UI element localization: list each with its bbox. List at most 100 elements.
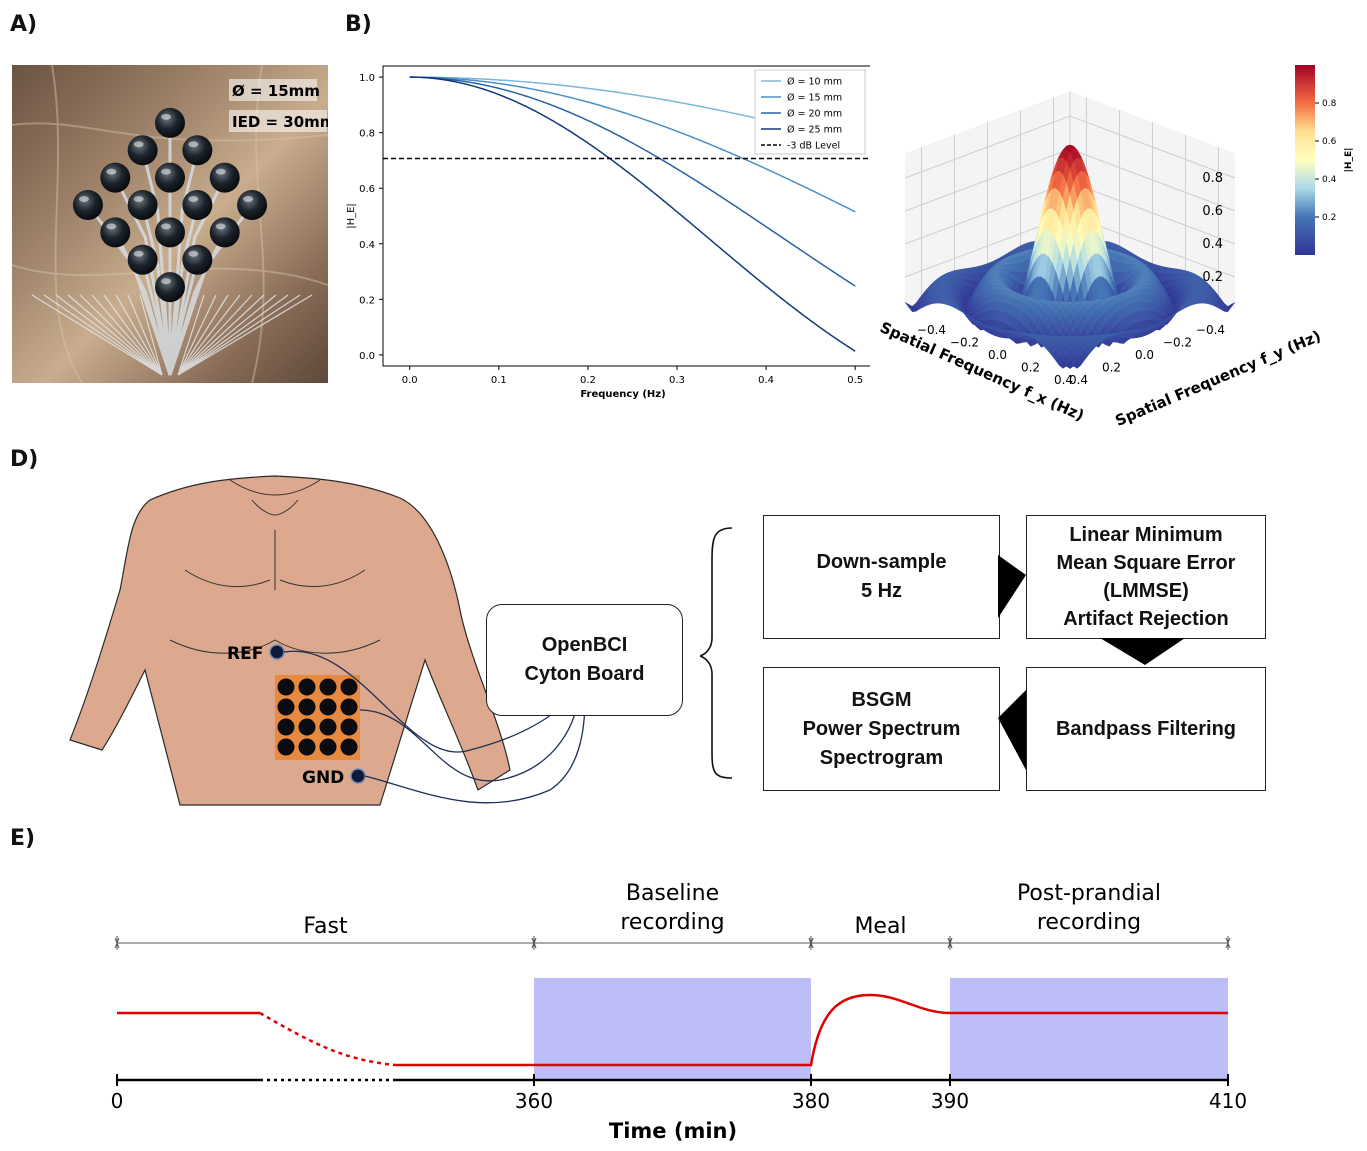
step-downsample: Down-sample 5 Hz	[763, 515, 1000, 639]
colorbar-tick: 0.2	[1322, 213, 1336, 223]
x-axis-label: Frequency (Hz)	[580, 389, 665, 400]
plot-frame	[382, 65, 870, 367]
electrode-dome	[155, 107, 185, 138]
time-axis-label: Time (min)	[609, 1119, 737, 1143]
ied-label-bg	[229, 110, 327, 132]
z-tick-label: 0.6	[1202, 204, 1223, 219]
surface-plot: 0.2 0.4 0.6 0.8 0.4 0.2 0.0 −0.2 −0.4 0.4 0.2 0.0 −0…	[877, 65, 1354, 430]
phase-label: recording	[1037, 910, 1141, 935]
y-tick-label: 0.4	[359, 240, 375, 251]
x-tick-label-3d: −0.4	[1196, 323, 1225, 337]
grid-electrode	[277, 698, 295, 716]
grid-electrode	[319, 678, 337, 696]
diameter-label: Ø = 15mm	[232, 82, 320, 100]
diameter-label-bg	[229, 79, 317, 101]
electrode-dome	[100, 162, 131, 193]
y-tick-label-3d: −0.2	[950, 336, 979, 350]
legend-entry: Ø = 25 mm	[787, 125, 842, 136]
grid-electrode	[298, 698, 316, 716]
grid-electrode	[277, 718, 295, 736]
panel-label-e: E)	[10, 826, 36, 851]
x-tick-label: 0.5	[847, 375, 863, 386]
step-bandpass: Bandpass Filtering	[1026, 667, 1266, 791]
y-tick-label: 0.2	[359, 295, 375, 306]
y-axis-label-3d: Spatial Frequency f_y (Hz)	[1113, 327, 1324, 430]
colorbar-tick: 0.4	[1322, 175, 1337, 185]
openbci-board-box: OpenBCI Cyton Board	[486, 604, 683, 716]
colorbar-tick: 0.6	[1322, 137, 1337, 147]
x-tick-label: 0.4	[758, 375, 774, 386]
grid-cable	[359, 697, 579, 782]
electrode-dome	[209, 162, 240, 193]
y-tick-label: 0.8	[359, 129, 375, 140]
electrode-dome	[155, 217, 185, 248]
z-tick-label: 0.2	[1202, 270, 1223, 285]
grid-electrode	[340, 698, 358, 716]
grid-electrode	[298, 718, 316, 736]
electrode-dome	[237, 190, 268, 220]
z-tick-label: 0.4	[1202, 237, 1223, 252]
legend-entry: Ø = 15 mm	[787, 93, 842, 104]
gnd-electrode	[350, 768, 366, 784]
phase-label: recording	[620, 910, 724, 935]
grid-electrode	[319, 718, 337, 736]
glucose-trace	[395, 993, 1228, 1067]
phase-label: Baseline	[626, 881, 719, 906]
y-tick-label: 0.6	[359, 184, 375, 195]
y-tick-label-3d: 0.0	[988, 348, 1007, 362]
time-tick-label: 0	[111, 1089, 124, 1113]
arrow-bandpass-to-bsgm	[998, 690, 1026, 770]
grid-electrode	[277, 738, 295, 756]
x-tick-label-3d: 0.0	[1135, 348, 1154, 362]
x-tick-label: 0.3	[669, 375, 685, 386]
x-tick-label-3d: −0.2	[1163, 336, 1192, 350]
legend-entry: Ø = 10 mm	[787, 77, 842, 88]
x-tick-label-3d: 0.4	[1069, 373, 1088, 387]
time-tick-label: 390	[931, 1089, 969, 1113]
colorbar-tick: 0.8	[1322, 99, 1337, 109]
electrode-dome	[100, 217, 131, 248]
electrode-dome	[182, 244, 213, 275]
y-tick-label-3d: 0.2	[1021, 360, 1040, 374]
series-line	[409, 76, 856, 352]
panel-label-a: A)	[10, 12, 38, 37]
electrode-dome	[127, 244, 158, 275]
colorbar-label: |H_E|	[1344, 148, 1354, 173]
panel-label-b: B)	[345, 12, 372, 37]
ref-label: REF	[227, 644, 263, 664]
y-tick-label: 1.0	[359, 73, 375, 84]
ref-electrode	[269, 644, 285, 660]
series-line	[409, 76, 856, 213]
time-tick-label: 360	[515, 1089, 553, 1113]
ied-label: IED = 30mm	[232, 113, 328, 131]
glucose-trace-decline	[259, 1011, 396, 1067]
z-tick-label: 0.8	[1202, 171, 1223, 186]
ref-cable	[283, 650, 571, 753]
grid-electrode	[319, 698, 337, 716]
colorbar	[1295, 65, 1315, 255]
pipeline-bracket	[700, 527, 733, 779]
y-tick-label-3d: −0.4	[917, 323, 946, 337]
electrode-dome	[72, 190, 103, 220]
arrow-downsample-to-lmmse	[998, 555, 1026, 618]
gnd-cable	[364, 697, 586, 804]
panel-label-d: D)	[10, 447, 39, 472]
step-bsgm: BSGM Power Spectrum Spectrogram	[763, 667, 1000, 791]
phase-label: Post-prandial	[1017, 881, 1161, 906]
grid-electrode	[277, 678, 295, 696]
phase-label: Meal	[854, 914, 906, 939]
arrow-lmmse-to-bandpass	[1100, 638, 1185, 665]
x-tick-label: 0.0	[402, 375, 418, 386]
electrode-dome	[127, 190, 158, 220]
y-tick-label-3d: 0.4	[1054, 373, 1073, 387]
electrode-dome	[155, 162, 185, 193]
electrode-dome	[182, 190, 213, 220]
grid-electrode	[298, 738, 316, 756]
y-axis-label: |H_E|	[346, 203, 357, 229]
y-tick-label: 0.0	[359, 351, 375, 362]
recording-window	[534, 978, 811, 1080]
series-line	[409, 76, 856, 287]
x-tick-label-3d: 0.2	[1102, 360, 1121, 374]
